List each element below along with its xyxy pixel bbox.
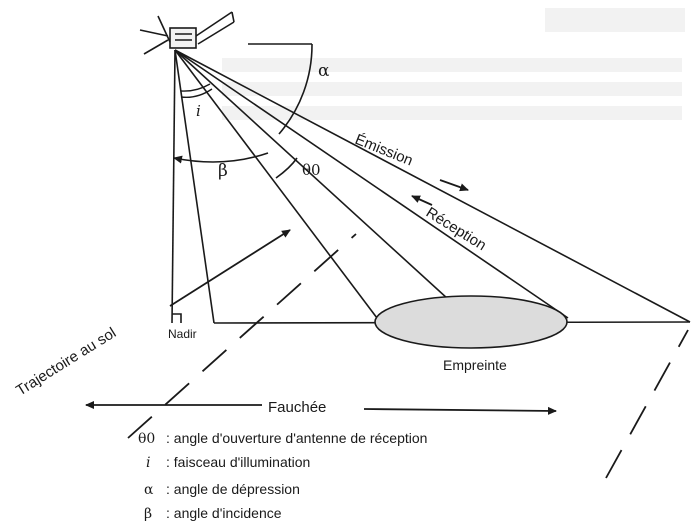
radar-beams (174, 49, 691, 323)
alpha-angle (248, 43, 313, 135)
legend: θ0 : angle d'ouverture d'antenne de réce… (138, 430, 427, 522)
beta-angle-arc (173, 152, 269, 164)
emission-label: Émission (353, 131, 416, 170)
illumination-angle-arc-inner (180, 88, 213, 99)
legend-symbol-i: i (146, 455, 150, 471)
ground-track-arrow (169, 229, 291, 307)
background-shadow (222, 8, 685, 120)
emission-arrow (439, 179, 469, 192)
legend-symbol-alpha: α (144, 482, 154, 498)
illumination-angle-arc (180, 83, 211, 92)
satellite-icon (139, 11, 235, 55)
legend-symbol-beta: β (144, 506, 152, 522)
swath-arrow-right (363, 406, 557, 415)
legend-text-theta0: : angle d'ouverture d'antenne de récepti… (166, 430, 427, 446)
legend-text-beta: : angle d'incidence (166, 505, 282, 521)
legend-text-alpha: : angle de dépression (166, 481, 300, 497)
nadir-lines (171, 49, 215, 324)
swath-label: Fauchée (268, 399, 326, 416)
beta-symbol: β (218, 161, 228, 181)
i-symbol: i (196, 102, 201, 120)
reception-arrow (411, 195, 433, 206)
ground-track (127, 233, 689, 479)
footprint-label: Empreinte (443, 357, 507, 373)
nadir-label: Nadir (168, 327, 197, 341)
theta0-symbol: θ0 (302, 161, 321, 179)
footprint-ellipse (374, 295, 568, 349)
legend-text-i: : faisceau d'illumination (166, 454, 310, 470)
alpha-symbol: α (318, 61, 330, 81)
ground-track-label: Trajectoire au sol (13, 324, 119, 399)
theta0-angle-arc (275, 157, 298, 179)
legend-symbol-theta0: θ0 (138, 431, 155, 447)
